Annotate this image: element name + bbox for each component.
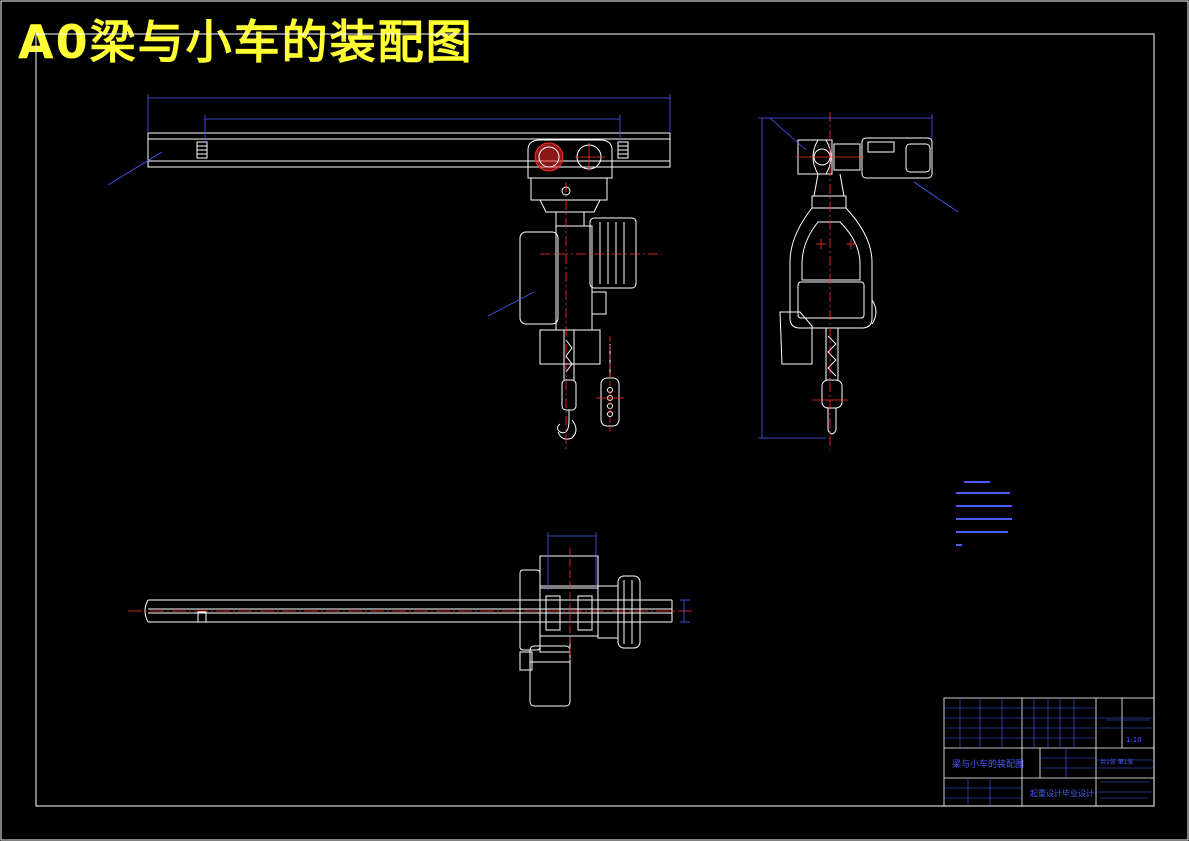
front-view-beam-and-trolley	[147, 132, 671, 440]
title-block-project: 起重设计毕业设计	[1030, 788, 1094, 798]
plan-view-dimensions	[547, 532, 690, 623]
title-block	[943, 697, 1155, 807]
plan-view-centerlines	[128, 548, 692, 660]
title-block-grid	[944, 698, 1154, 806]
beam-body	[147, 132, 671, 168]
title-block-sheets: 共1张 第1张	[1100, 758, 1134, 766]
drawing-title: A0梁与小车的装配图	[18, 15, 474, 69]
title-block-drawing-name: 梁与小车的装配图	[952, 758, 1024, 770]
plan-view-beam-and-trolley	[144, 555, 673, 707]
front-view-centerlines	[540, 143, 662, 450]
side-view-centerlines	[796, 112, 864, 450]
side-view-trolley	[779, 137, 933, 435]
side-view-dimensions	[758, 114, 959, 439]
title-block-scale: 1:10	[1126, 736, 1142, 744]
technical-requirements-notes	[956, 481, 1012, 546]
front-view-dimensions	[107, 94, 671, 317]
